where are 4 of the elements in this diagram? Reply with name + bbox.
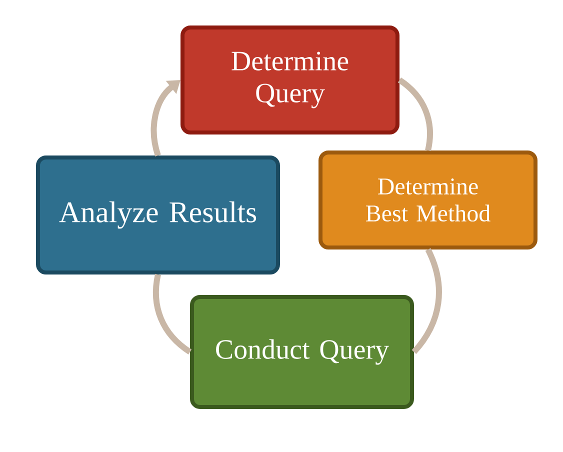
process-box: Analyze Results bbox=[36, 156, 280, 274]
process-box: Conduct Query bbox=[190, 295, 414, 409]
process-box: Determine Best Method bbox=[318, 150, 538, 250]
process-box: Determine Query bbox=[180, 26, 400, 134]
